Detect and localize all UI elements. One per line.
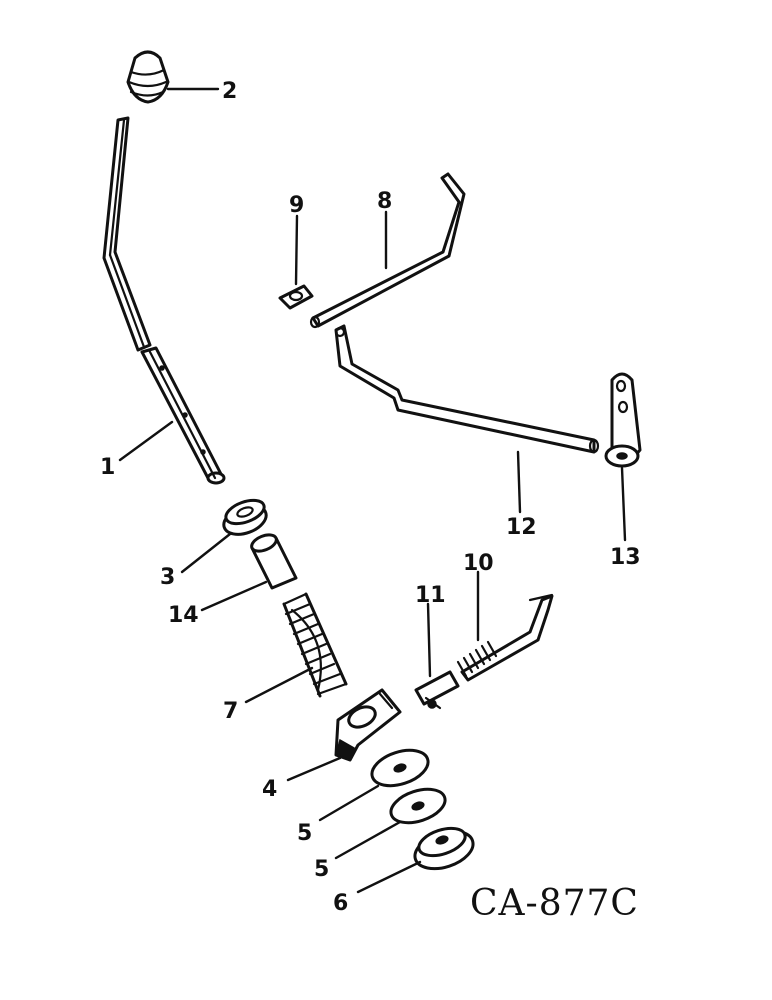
leader-lines [118, 87, 627, 894]
rod-part-upper [309, 172, 466, 329]
callouts: 1 2 3 4 5 5 6 7 8 9 10 11 12 13 14 [100, 79, 641, 916]
leader-6 [356, 860, 422, 894]
callout-12: 12 [506, 515, 537, 540]
callout-4: 4 [262, 777, 277, 802]
leader-14 [200, 580, 268, 612]
leader-1 [118, 420, 174, 462]
callout-10: 10 [463, 551, 494, 576]
callout-14: 14 [168, 603, 199, 628]
callout-5-lower: 5 [314, 857, 329, 882]
callout-7: 7 [223, 699, 238, 724]
leader-9 [294, 214, 299, 286]
boot-part [413, 826, 475, 871]
leader-3 [180, 532, 232, 574]
bracket-part [334, 688, 402, 762]
leader-4 [286, 756, 342, 782]
leader-5b [334, 820, 402, 860]
sleeve-part [250, 533, 298, 590]
callout-1: 1 [100, 455, 115, 480]
callout-2: 2 [222, 79, 237, 104]
callout-9: 9 [289, 193, 304, 218]
washer-part-lower [389, 787, 447, 825]
leader-7 [244, 666, 314, 704]
knob-part [126, 50, 170, 104]
leader-5a [318, 784, 380, 822]
callout-3: 3 [160, 565, 175, 590]
crank-rod-part [334, 324, 600, 454]
callout-5-upper: 5 [297, 821, 312, 846]
washer-part-upper [370, 748, 430, 788]
shift-lever-part [102, 116, 226, 485]
leader-13 [620, 466, 627, 542]
nut-part [222, 498, 268, 536]
arm-part [604, 372, 642, 468]
clevis-part [414, 670, 460, 710]
callout-13: 13 [610, 545, 641, 570]
callout-11: 11 [415, 583, 446, 608]
callout-6: 6 [333, 891, 348, 916]
callout-8: 8 [377, 189, 392, 214]
leader-11 [426, 602, 432, 678]
spring-part [282, 592, 348, 698]
clip-part [278, 284, 314, 310]
rod-part-lower [456, 593, 554, 682]
leader-12 [516, 450, 522, 514]
drawing-code: CA-877C [470, 883, 639, 924]
